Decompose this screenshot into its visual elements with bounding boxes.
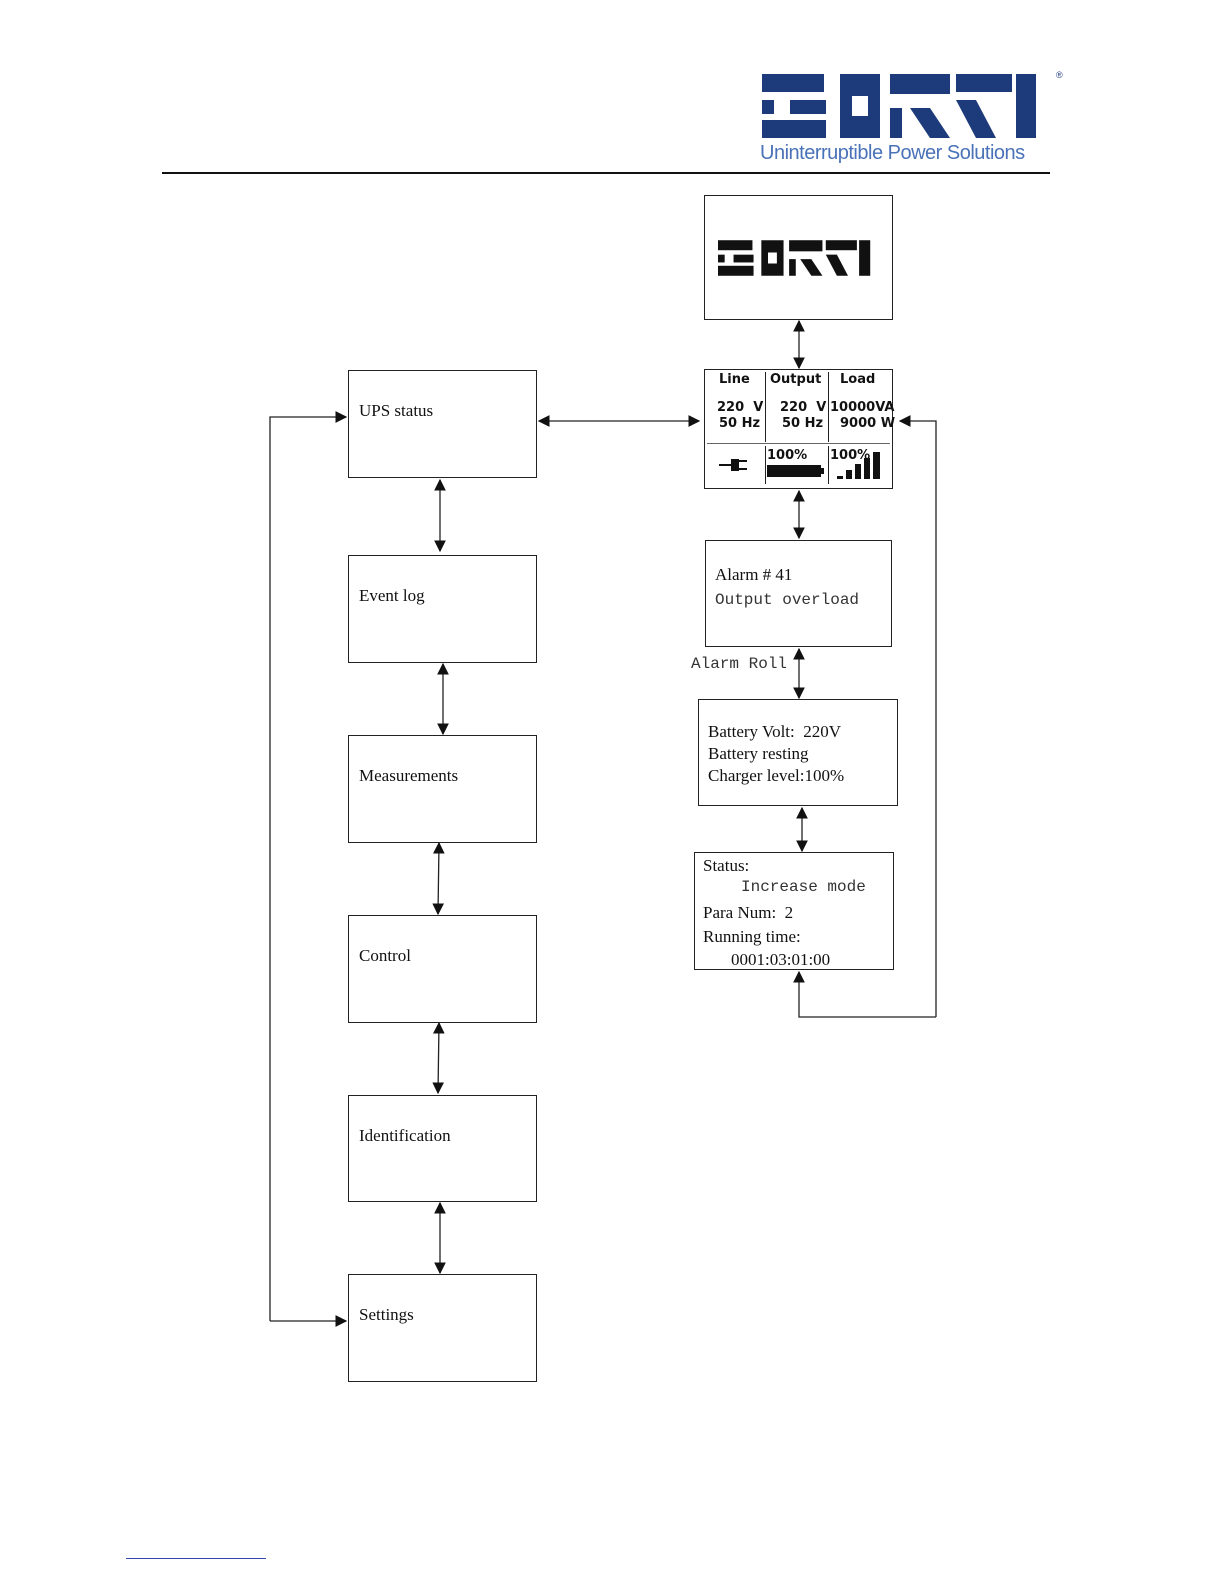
arrow-loop-right (793, 970, 936, 1018)
load-va: 10000VA (830, 400, 895, 415)
battery-screen: Battery Volt: 220V Battery resting Charg… (698, 699, 898, 806)
charger-level: Charger level:100% (708, 766, 845, 785)
arrow-loop-right-up (898, 415, 937, 1017)
load-watts: 9000 W (840, 416, 896, 431)
alarm-roll-label: Alarm Roll (691, 655, 788, 673)
plug-icon (719, 459, 747, 471)
menu-box-settings[interactable]: Settings (348, 1274, 537, 1382)
menu-box-identification[interactable]: Identification (348, 1095, 537, 1202)
menu-label-control: Control (359, 946, 411, 965)
running-time-label: Running time: (703, 927, 801, 946)
menu-box-event-log[interactable]: Event log (348, 555, 537, 663)
brand-logo (762, 74, 1036, 138)
load-bars-icon (837, 452, 880, 479)
status-value: Increase mode (741, 878, 866, 896)
load-percent: 100% (830, 448, 871, 463)
col-line-header: Line (719, 372, 750, 387)
battery-icon (767, 465, 824, 477)
battery-state: Battery resting (708, 744, 809, 763)
menu-label-measurements: Measurements (359, 766, 459, 785)
status-divider-2 (828, 372, 829, 442)
footer-rule (126, 1558, 266, 1559)
col-output-header: Output (770, 372, 822, 387)
battery-percent: 100% (767, 448, 808, 463)
para-num: Para Num: 2 (703, 903, 794, 922)
alarm-title: Alarm # 41 (715, 565, 793, 584)
status-screen: Line Output Load 220 V 50 Hz 220 V 50 Hz… (704, 369, 896, 489)
col-load-header: Load (840, 372, 876, 387)
menu-box-ups-status[interactable]: UPS status (348, 370, 537, 478)
menu-box-measurements[interactable]: Measurements (348, 735, 537, 843)
alarm-message: Output overload (715, 591, 860, 609)
alarm-screen: Alarm # 41 Output overload (705, 540, 892, 647)
status-divider-h (707, 443, 890, 444)
line-frequency: 50 Hz (719, 416, 761, 431)
menu-label-ups-status: UPS status (359, 401, 434, 420)
header-rule (162, 172, 1050, 174)
battery-volt: Battery Volt: 220V (708, 722, 842, 741)
arrow-measurements-control (432, 841, 445, 916)
menu-label-settings: Settings (359, 1305, 414, 1324)
status-detail-screen: Status: Increase mode Para Num: 2 Runnin… (694, 852, 894, 970)
logo-tagline: Uninterruptible Power Solutions (760, 142, 1025, 164)
status-label: Status: (703, 856, 750, 875)
output-frequency: 50 Hz (782, 416, 824, 431)
menu-label-event-log: Event log (359, 586, 425, 605)
screen-logo (718, 240, 871, 276)
status-divider-1 (765, 372, 766, 442)
arrow-loop-left-top (269, 411, 348, 1321)
arrow-control-identification (432, 1021, 445, 1095)
registered-mark: ® (1056, 70, 1063, 80)
menu-box-control[interactable]: Control (348, 915, 537, 1023)
running-time-value: 0001:03:01:00 (731, 950, 831, 969)
logo-screen (704, 195, 893, 320)
status-divider-3 (765, 446, 766, 484)
output-voltage: 220 V (780, 400, 827, 415)
line-voltage: 220 V (717, 400, 764, 415)
menu-label-identification: Identification (359, 1126, 451, 1145)
status-divider-4 (828, 446, 829, 484)
